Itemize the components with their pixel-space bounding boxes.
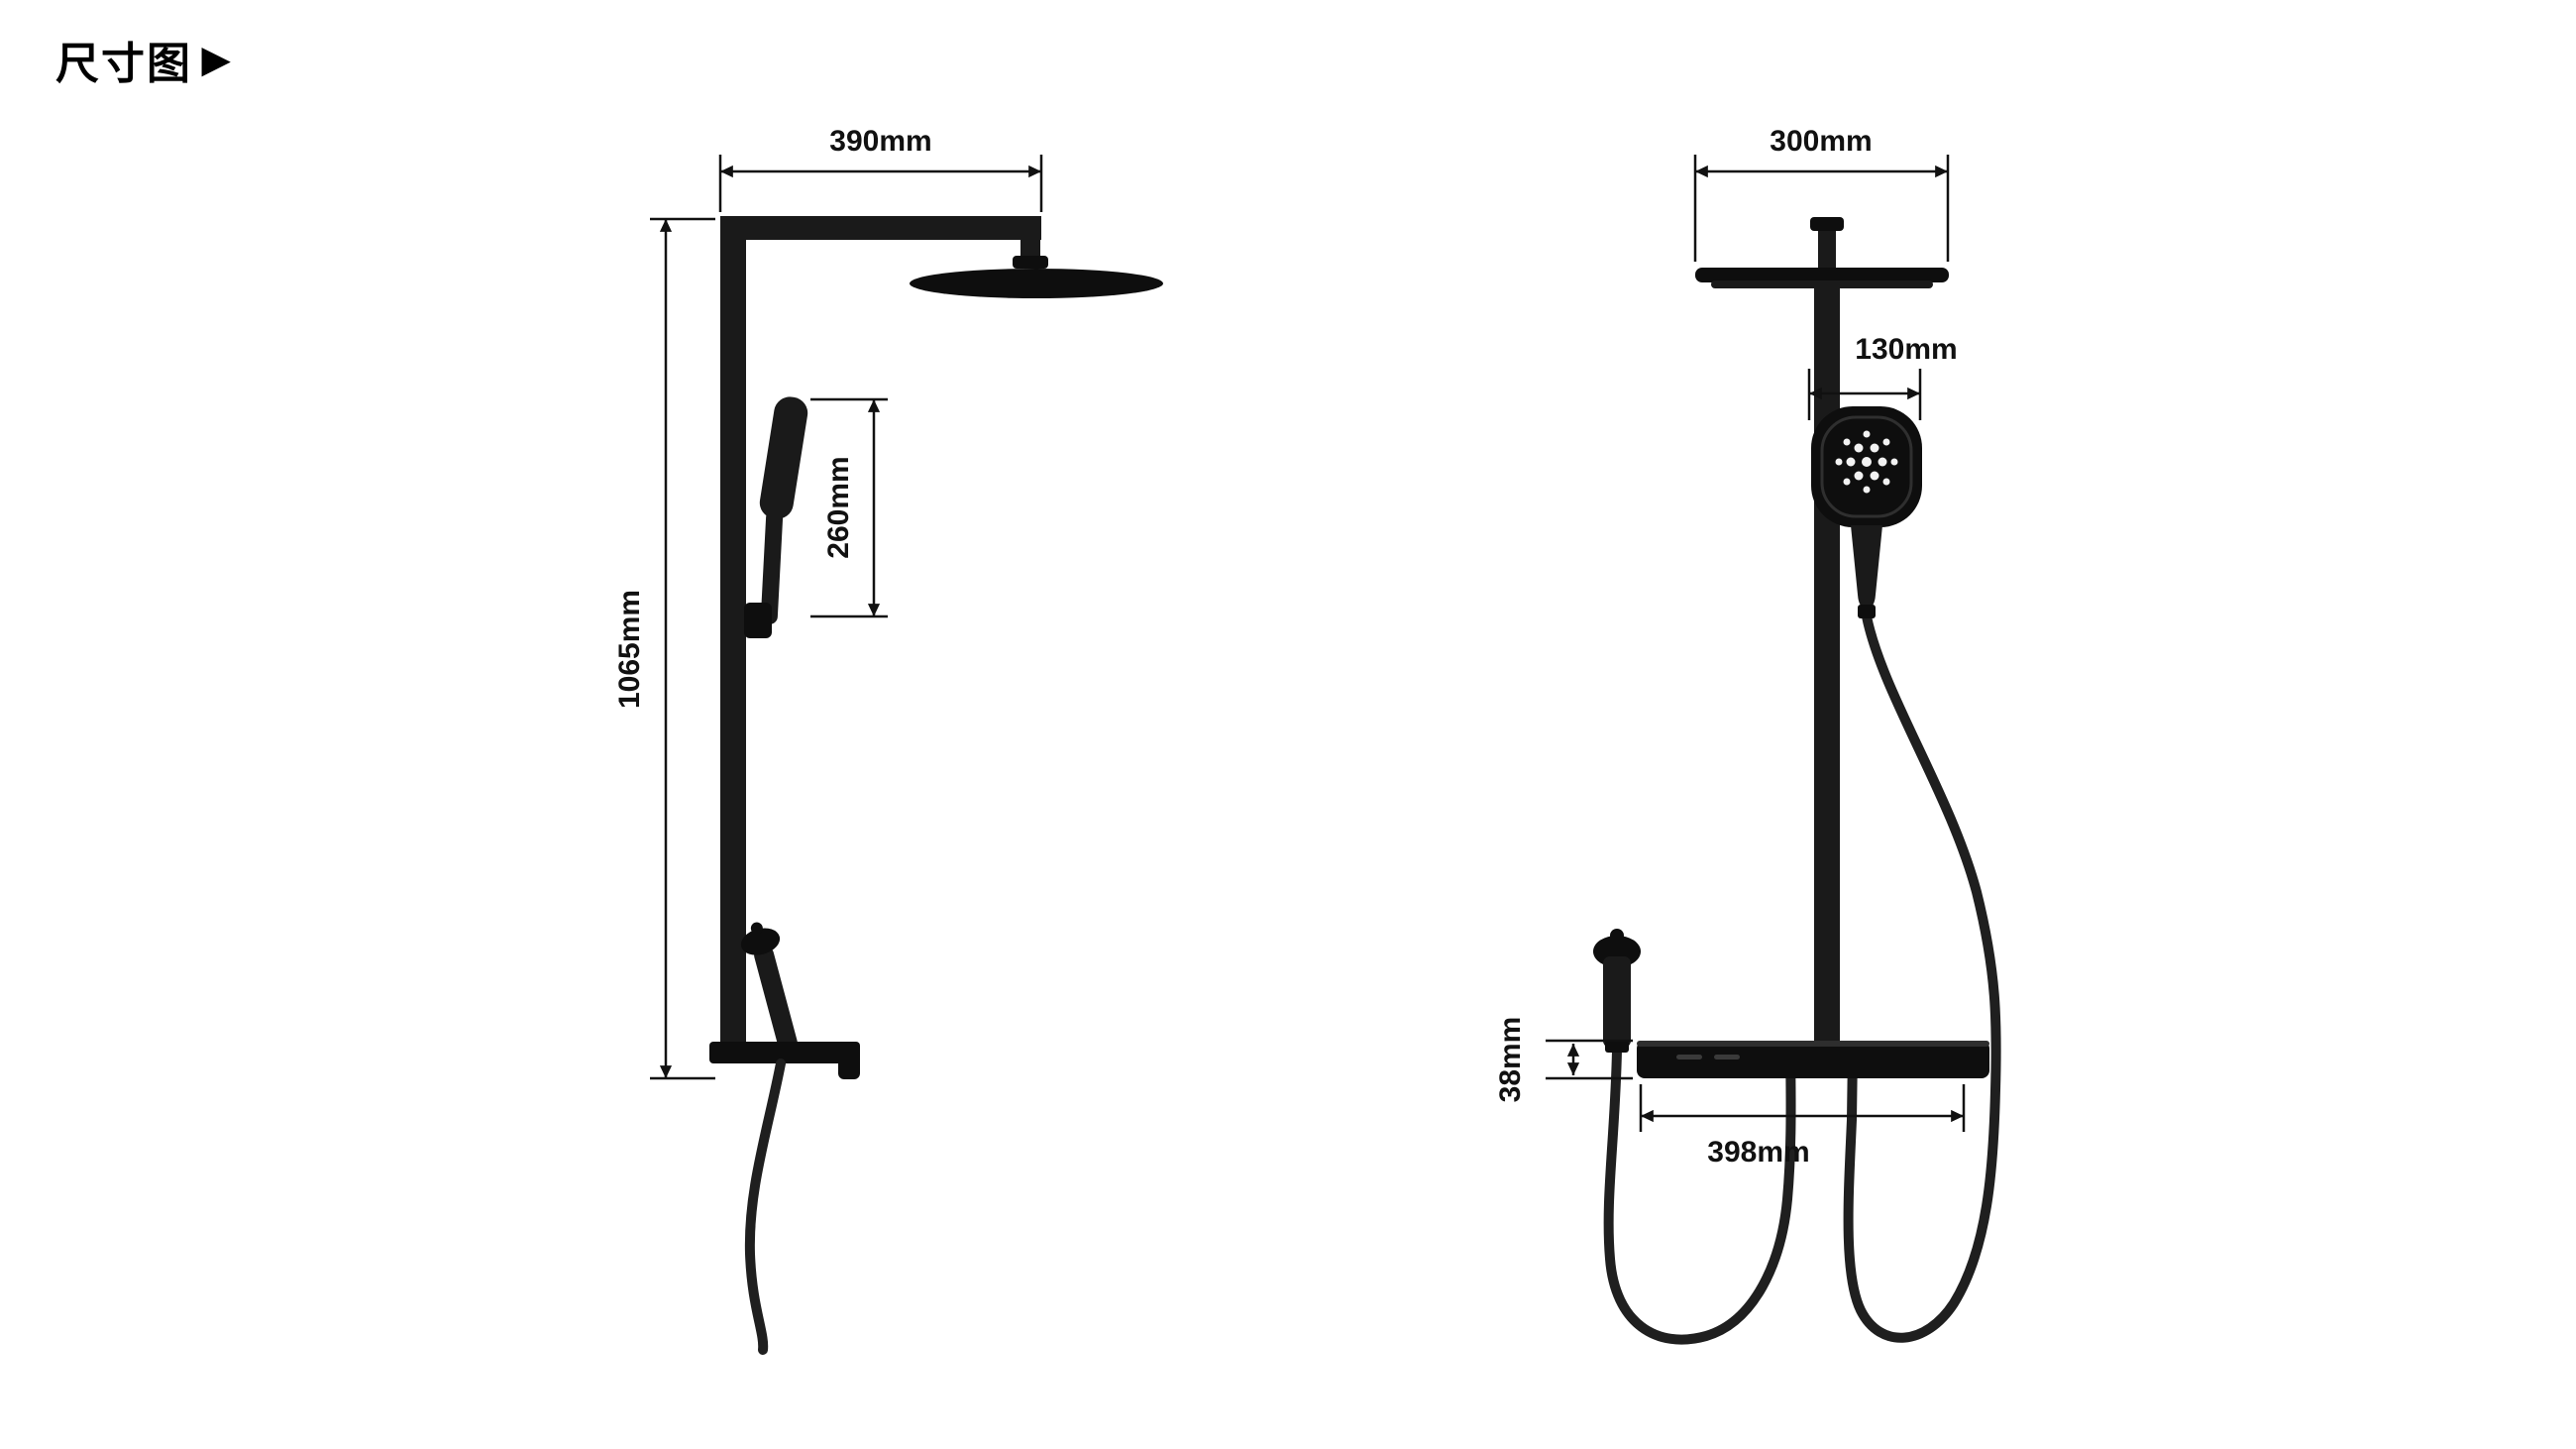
dimension-label-1065mm: 1065mm <box>613 590 646 709</box>
dimension-label-260mm: 260mm <box>822 456 855 558</box>
dimension-label-300mm: 300mm <box>1770 125 1872 158</box>
rain-head-stem-front <box>1818 222 1836 278</box>
dimension-label-130mm: 130mm <box>1855 333 1957 366</box>
rain-shower-head-side <box>910 269 1163 298</box>
dimension-label-38mm: 38mm <box>1494 1017 1527 1103</box>
dimension-300mm: 300mm <box>1693 125 1950 262</box>
hand-shower-handle-front <box>1851 525 1882 609</box>
hand-shower-side <box>759 396 808 624</box>
title-arrow-icon: ▶ <box>202 39 232 79</box>
spray-nozzle-dots <box>1835 430 1898 494</box>
rain-head-nut-side <box>1013 256 1048 269</box>
dimension-38mm: 38mm <box>1494 1017 1633 1103</box>
dimension-label-398mm: 398mm <box>1707 1136 1809 1169</box>
page-title-text: 尺寸图 <box>55 40 192 88</box>
sprayer-hose-front <box>1603 1046 1796 1345</box>
hand-shower-hose-front <box>1843 612 2001 1343</box>
dimension-398mm: 398mm <box>1639 1084 1966 1169</box>
rain-shower-head-front <box>1695 268 1949 288</box>
dimension-390mm: 390mm <box>718 125 1043 212</box>
dimension-130mm: 130mm <box>1807 333 1958 420</box>
front-view: 300mm 130mm 38mm 398mm <box>1494 125 2001 1345</box>
shelf-front <box>1637 1041 1989 1078</box>
shelf-side <box>709 1042 860 1079</box>
side-view: 390mm 1065mm 260mm <box>613 125 1163 1355</box>
page-title: 尺寸图 ▶ <box>55 28 232 91</box>
hand-shower-front <box>1811 406 1922 618</box>
rain-head-collar-front <box>1810 217 1844 231</box>
slider-bracket-side <box>744 603 772 638</box>
dimension-260mm: 260mm <box>810 397 888 618</box>
sprayer-gun-front <box>1593 929 1641 1053</box>
shower-column-front <box>1814 274 1840 1057</box>
dimension-1065mm: 1065mm <box>613 217 715 1080</box>
dimension-label-390mm: 390mm <box>829 125 931 158</box>
shower-hose-side <box>744 1059 786 1355</box>
sprayer-gun-side <box>740 922 798 1053</box>
